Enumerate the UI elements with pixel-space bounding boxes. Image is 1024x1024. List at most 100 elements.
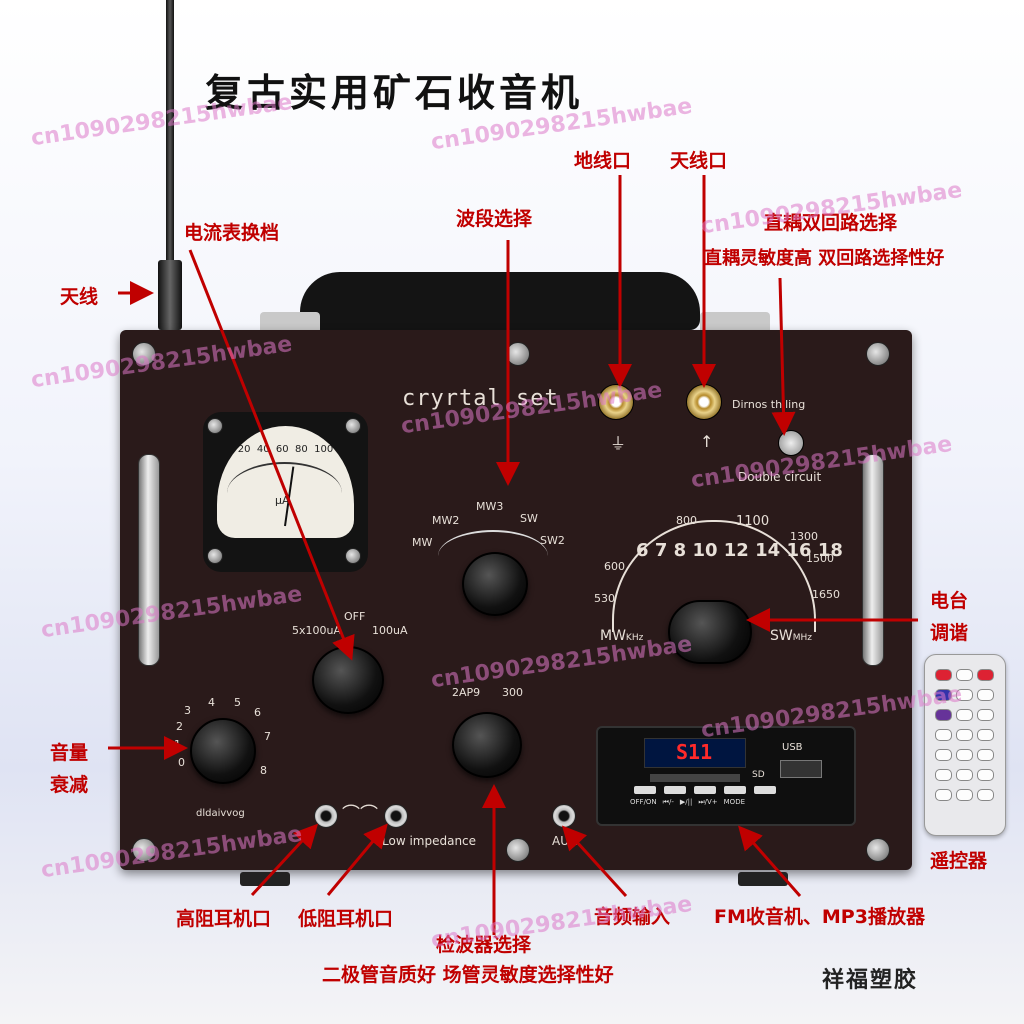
callout-volume-1: 音量 xyxy=(50,742,89,764)
callout-antenna-port: 天线口 xyxy=(670,150,728,172)
callout-ground-port: 地线口 xyxy=(574,150,632,172)
remote-button[interactable] xyxy=(935,749,952,761)
mp3-sd-slot[interactable] xyxy=(650,774,740,782)
meter-tick: 100 xyxy=(314,444,334,455)
band-label-sw2: SW2 xyxy=(540,534,565,547)
callout-low-imp-jack: 低阻耳机口 xyxy=(298,908,394,930)
remote-button[interactable] xyxy=(935,729,952,741)
volume-knob[interactable] xyxy=(190,718,256,784)
side-handle-right xyxy=(862,454,884,666)
remote-button[interactable] xyxy=(956,769,973,781)
remote-button[interactable] xyxy=(956,729,973,741)
dial-sw-number: 1500 xyxy=(806,552,834,565)
mp3-button-prev[interactable] xyxy=(664,786,686,794)
dial-mw-label: MWKHz xyxy=(600,628,644,644)
double-circuit-label: Double circuit xyxy=(738,470,822,484)
mp3-button-power[interactable] xyxy=(634,786,656,794)
meter-screw xyxy=(207,548,223,564)
antenna-symbol: ↑ xyxy=(700,432,714,451)
handle-bracket-left xyxy=(260,312,320,334)
dial-sw-number: 1100 xyxy=(736,514,770,529)
meter-tick: 20 xyxy=(237,444,251,455)
remote-button[interactable] xyxy=(977,689,994,701)
mp3-button-next[interactable] xyxy=(724,786,746,794)
band-select-knob[interactable] xyxy=(462,552,528,616)
remote-button[interactable] xyxy=(935,689,952,701)
remote-button[interactable] xyxy=(977,729,994,741)
dial-sw-label: SWMHz xyxy=(770,628,812,644)
callout-fm-mp3: FM收音机、MP3播放器 xyxy=(714,906,925,928)
remote-button[interactable] xyxy=(977,789,994,801)
mp3-button-play[interactable] xyxy=(694,786,716,794)
band-label-mw2: MW2 xyxy=(432,514,460,527)
band-label-mw3: MW3 xyxy=(476,500,504,513)
mp3-usb-label: USB xyxy=(782,742,803,753)
band-label-mw: MW xyxy=(412,536,433,549)
brand-label: 祥福塑胶 xyxy=(822,967,919,993)
headphone-symbol: ⌒⌒ xyxy=(342,804,378,825)
remote-button[interactable] xyxy=(935,709,952,721)
callout-band-select: 波段选择 xyxy=(456,208,533,230)
handle-bracket-right xyxy=(700,312,770,334)
callout-circuit-select: 直耦双回路选择 xyxy=(764,212,898,234)
remote-button[interactable] xyxy=(956,669,973,681)
ground-symbol: ⏚ xyxy=(610,434,627,453)
dial-sw-number: 1650 xyxy=(812,588,840,601)
callout-antenna: 天线 xyxy=(60,286,99,308)
page-title: 复古实用矿石收音机 xyxy=(205,70,584,115)
meter-face: 0 20 40 60 80 100 120 μA xyxy=(217,426,354,538)
meter-tick: 120 xyxy=(339,444,354,455)
range-100-label: 100uA xyxy=(372,624,408,637)
ground-port[interactable] xyxy=(598,384,634,420)
callout-detector-select: 检波器选择 xyxy=(436,934,532,956)
tuning-knob[interactable] xyxy=(668,600,752,664)
remote-button[interactable] xyxy=(935,769,952,781)
callout-volume-2: 衰减 xyxy=(50,774,89,796)
mp3-button-mode[interactable] xyxy=(754,786,776,794)
antenna-base xyxy=(158,260,182,330)
remote-button[interactable] xyxy=(977,709,994,721)
meter-screw xyxy=(207,418,223,434)
remote-button[interactable] xyxy=(935,669,952,681)
meter-tick: 80 xyxy=(295,444,308,455)
callout-meter-switch: 电流表换档 xyxy=(184,222,280,244)
meter-unit: μA xyxy=(275,494,290,507)
remote-button[interactable] xyxy=(977,669,994,681)
meter-tick: 0 xyxy=(225,444,232,455)
remote-button[interactable] xyxy=(977,749,994,761)
panel-name: cryrtal set xyxy=(402,386,559,411)
screw-bottom-right xyxy=(866,838,890,862)
dial-sw-number: 600 xyxy=(604,560,625,573)
band-label-sw: SW xyxy=(520,512,538,525)
carry-handle xyxy=(300,272,700,330)
detector-label-300: 300 xyxy=(502,686,523,699)
mp3-display-text: S11 xyxy=(676,740,713,764)
low-impedance-jack[interactable] xyxy=(384,804,408,828)
remote-button[interactable] xyxy=(935,789,952,801)
side-handle-left xyxy=(138,454,160,666)
meter-tick: 60 xyxy=(275,444,289,455)
remote-button[interactable] xyxy=(977,769,994,781)
remote-button[interactable] xyxy=(956,689,973,701)
remote-button[interactable] xyxy=(956,709,973,721)
detector-select-knob[interactable] xyxy=(452,712,522,778)
mp3-button-row xyxy=(634,786,784,810)
callout-detector-note: 二极管音质好 场管灵敏度选择性好 xyxy=(322,964,614,986)
meter-tick: 40 xyxy=(256,444,270,455)
low-impedance-label: Low impedance xyxy=(382,834,477,848)
detector-label-2ap9: 2AP9 xyxy=(452,686,481,699)
meter-screw xyxy=(345,548,361,564)
band-scale-arc xyxy=(438,530,548,582)
remote-button[interactable] xyxy=(956,749,973,761)
remote-button[interactable] xyxy=(956,789,973,801)
dial-sw-number: 800 xyxy=(676,514,697,527)
meter-arc xyxy=(227,462,342,524)
callout-high-imp-jack: 高阻耳机口 xyxy=(176,908,272,930)
mp3-usb-port[interactable] xyxy=(780,760,822,778)
screw-bottom-mid xyxy=(506,838,530,862)
remote-control xyxy=(924,654,1006,836)
mp3-display xyxy=(644,738,746,768)
callout-tuning-1: 电台 xyxy=(930,590,969,612)
volume-panel-label: dldaivvog xyxy=(196,808,245,819)
